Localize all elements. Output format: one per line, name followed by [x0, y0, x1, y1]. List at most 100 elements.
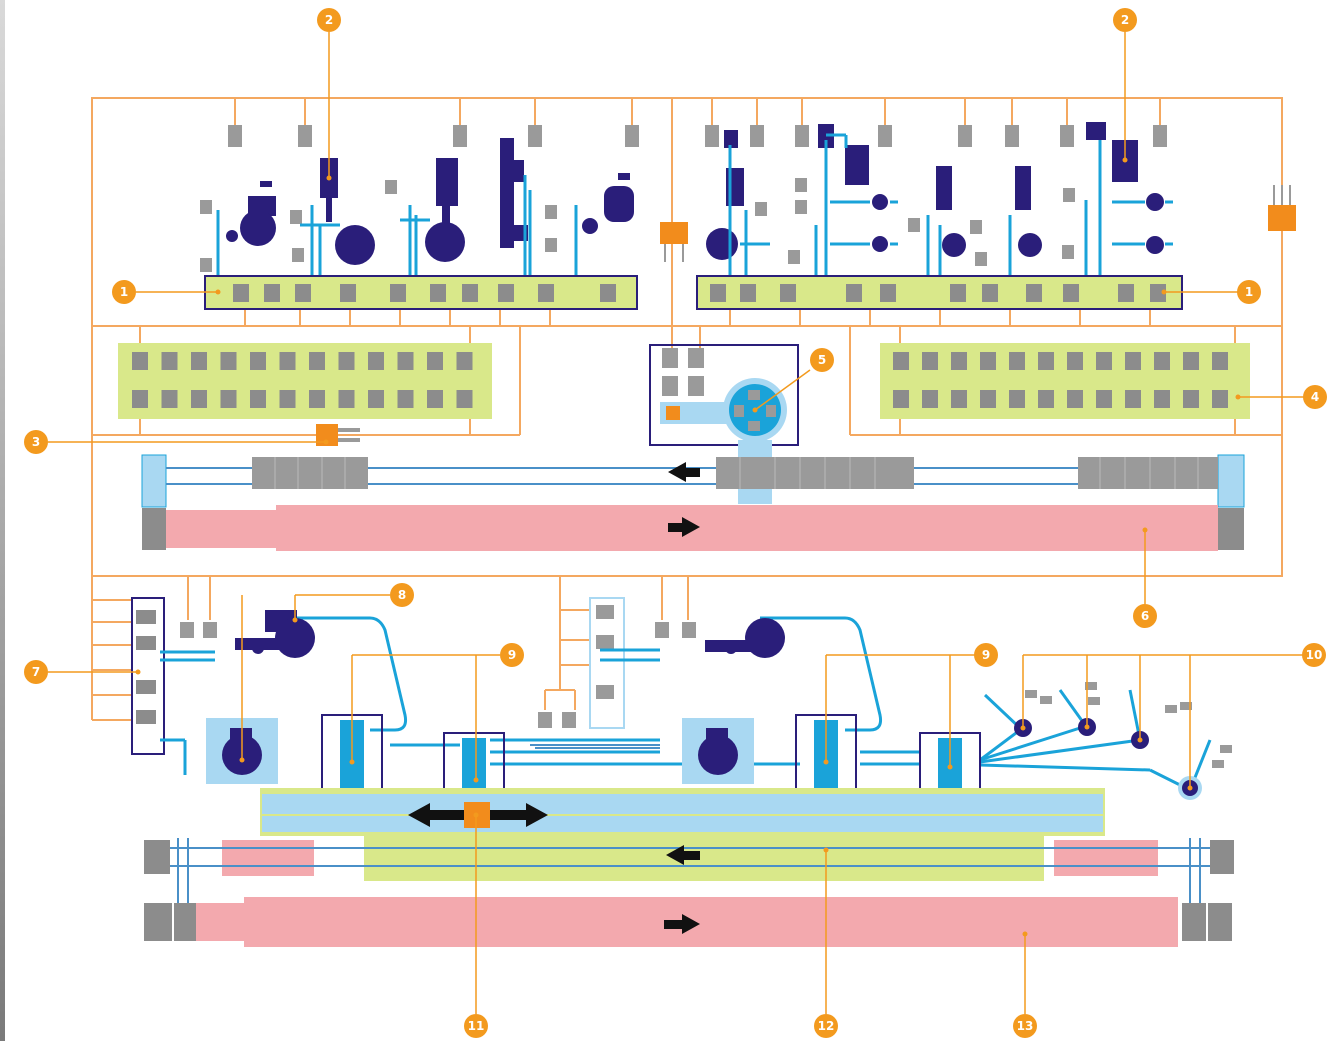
store-slot: [922, 390, 938, 408]
callout-leaders: [48, 32, 1304, 1014]
process-chambers-9: [321, 714, 981, 794]
svg-text:13: 13: [1017, 1019, 1034, 1033]
arrow-left-icon: [666, 845, 700, 865]
svg-text:9: 9: [508, 648, 516, 662]
store-slot: [1183, 352, 1199, 370]
svg-text:1: 1: [1245, 285, 1253, 299]
callout-7: 7: [24, 660, 48, 684]
store-slot: [279, 352, 296, 370]
loadport-7: [131, 597, 165, 755]
callout-11: 11: [464, 1014, 488, 1038]
stocker-unit: [316, 424, 360, 446]
store-slot: [161, 390, 178, 408]
svg-text:10: 10: [1306, 648, 1323, 662]
store-slot: [1067, 390, 1083, 408]
store-slot: [1125, 390, 1141, 408]
orange-unit-right: [1268, 185, 1296, 231]
top-rail-slots: [233, 284, 1166, 302]
lower-buffer-stack: [589, 597, 625, 729]
callout-1b: 1: [1237, 280, 1261, 304]
store-slot: [368, 352, 384, 370]
svg-text:5: 5: [818, 353, 826, 367]
callout-4: 4: [1303, 385, 1327, 409]
store-slot: [980, 390, 996, 408]
arrow-right-icon: [668, 517, 700, 537]
callout-6: 6: [1133, 604, 1157, 628]
store-slot: [1212, 352, 1228, 370]
store-slot: [338, 352, 355, 370]
store-slot: [220, 390, 237, 408]
callout-12: 12: [814, 1014, 838, 1038]
arrow-left-icon: [668, 462, 700, 482]
store-slot: [1009, 390, 1025, 408]
store-slot: [132, 352, 148, 370]
svg-text:11: 11: [468, 1019, 485, 1033]
left-edge-bar: [0, 0, 5, 1041]
store-slot: [922, 352, 938, 370]
store-slot: [220, 352, 237, 370]
store-slot: [1154, 390, 1170, 408]
svg-text:9: 9: [982, 648, 990, 662]
store-slot: [1067, 352, 1083, 370]
lower-cyan-pipes: [160, 616, 1212, 792]
svg-text:2: 2: [325, 13, 333, 27]
store-slot: [191, 352, 207, 370]
store-slot: [1038, 390, 1054, 408]
store-slot: [1096, 352, 1112, 370]
svg-text:6: 6: [1141, 609, 1149, 623]
store-slot: [191, 390, 207, 408]
store-slot: [397, 352, 414, 370]
store-slot: [1183, 390, 1199, 408]
store-slot: [161, 352, 178, 370]
store-slot: [893, 352, 909, 370]
store-slot: [980, 352, 996, 370]
top-process-chambers: [226, 122, 1164, 265]
svg-text:8: 8: [398, 588, 406, 602]
store-slot: [1212, 390, 1228, 408]
callout-3: 3: [24, 430, 48, 454]
store-slot: [309, 390, 325, 408]
svg-text:1: 1: [120, 285, 128, 299]
upper-transport: [141, 454, 1245, 551]
svg-text:3: 3: [32, 435, 40, 449]
lower-navy-units: [206, 610, 785, 784]
store-slot: [368, 390, 384, 408]
shuttle-band: [260, 788, 1105, 836]
callout-dots: [135, 157, 1241, 937]
store-slot: [250, 390, 266, 408]
callout-2b: 2: [1113, 8, 1137, 32]
arrow-double-icon: [408, 803, 548, 827]
store-slot: [1096, 390, 1112, 408]
store-slot: [427, 352, 443, 370]
callout-2a: 2: [317, 8, 341, 32]
callout-10: 10: [1302, 643, 1326, 667]
lower-transport: [144, 835, 1234, 947]
top-rail-right: [696, 275, 1183, 310]
arrow-right-icon: [664, 914, 700, 934]
callout-9a: 9: [500, 643, 524, 667]
callout-8: 8: [390, 583, 414, 607]
top-cyan-pipes: [216, 133, 1173, 282]
store-slots: [132, 352, 1228, 408]
store-slot: [456, 390, 473, 408]
store-slot: [951, 352, 967, 370]
store-slot: [132, 390, 148, 408]
callout-9b: 9: [974, 643, 998, 667]
store-slot: [279, 390, 296, 408]
svg-text:2: 2: [1121, 13, 1129, 27]
store-slot: [1125, 352, 1141, 370]
top-gray-modules: [200, 125, 1167, 272]
store-slot: [1154, 352, 1170, 370]
callout-13: 13: [1013, 1014, 1037, 1038]
callout-5: 5: [810, 348, 834, 372]
callout-1a: 1: [112, 280, 136, 304]
svg-text:12: 12: [818, 1019, 835, 1033]
store-slot: [951, 390, 967, 408]
store-slot: [893, 390, 909, 408]
orange-unit-center: [660, 222, 688, 262]
store-slot: [309, 352, 325, 370]
store-slot: [1038, 352, 1054, 370]
lower-gray-modules: [180, 605, 696, 728]
store-slot: [338, 390, 355, 408]
